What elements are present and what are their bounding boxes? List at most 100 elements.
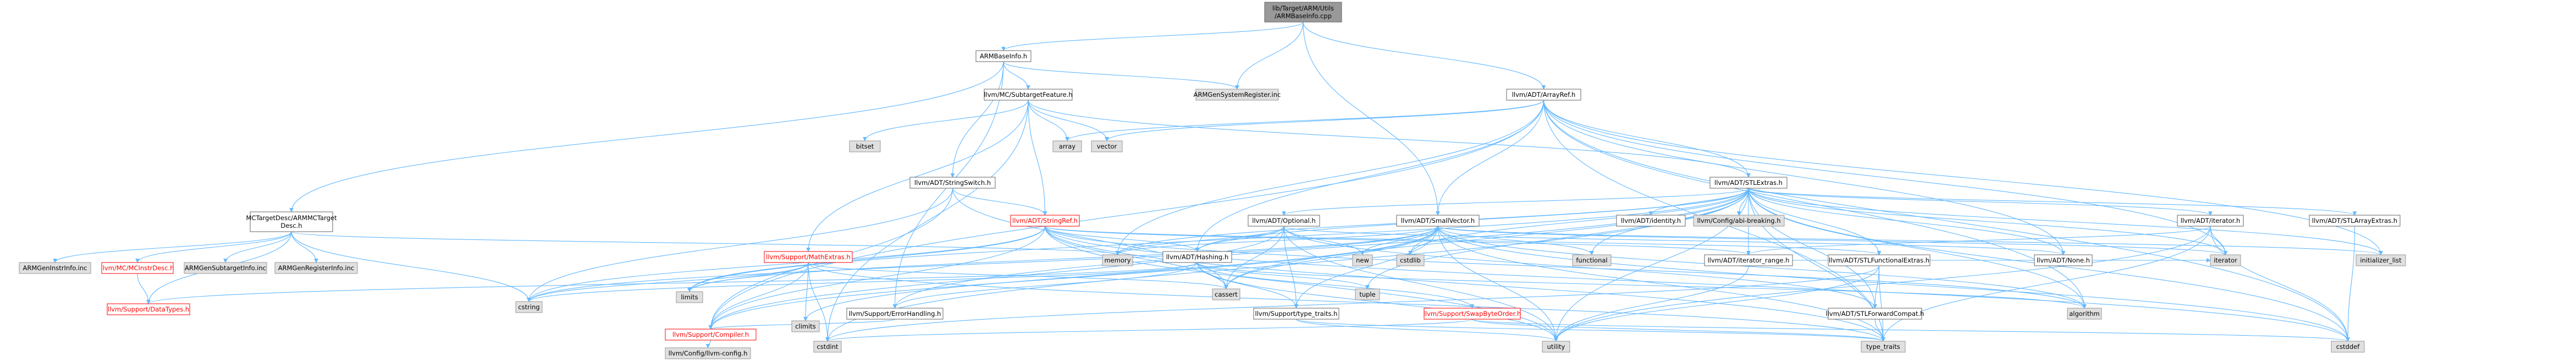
node-box	[984, 89, 1073, 101]
node-armgensysreg[interactable]: ARMGenSystemRegister.inc	[1194, 89, 1281, 101]
node-mcinstrdesc[interactable]: llvm/MC/MCInstrDesc.h	[101, 262, 174, 274]
edge-stlextras-to-stlforwardcompat	[1748, 188, 1877, 309]
node-stringswitch[interactable]: llvm/ADT/StringSwitch.h	[909, 177, 996, 189]
node-smallvector[interactable]: llvm/ADT/SmallVector.h	[1396, 215, 1480, 227]
node-typetraits_support[interactable]: llvm/Support/type_traits.h	[1253, 308, 1339, 320]
node-stringref[interactable]: llvm/ADT/StringRef.h	[1010, 215, 1080, 227]
node-errorhandling[interactable]: llvm/Support/ErrorHandling.h	[846, 308, 944, 320]
node-tuple[interactable]: tuple	[1355, 288, 1380, 300]
node-new[interactable]: new	[1352, 254, 1373, 266]
node-box	[1052, 140, 1082, 152]
node-label: llvm/ADT/StringRef.h	[1012, 217, 1078, 225]
edge-smallvector-to-utility	[1437, 226, 1558, 342]
edge-smallvector-to-cstring	[527, 226, 1438, 302]
edge-smallvector-to-cstdlib	[1408, 226, 1438, 255]
node-type_traits[interactable]: type_traits	[1861, 341, 1906, 353]
edge-hashing-to-errorhandling	[892, 262, 1198, 309]
node-iterator_h[interactable]: llvm/ADT/iterator.h	[2177, 215, 2244, 227]
node-box	[1264, 2, 1342, 23]
node-compiler[interactable]: llvm/Support/Compiler.h	[665, 329, 757, 341]
node-box	[1828, 308, 1922, 320]
node-label: llvm/ADT/ArrayRef.h	[1512, 91, 1576, 99]
node-algorithm[interactable]: algorithm	[2067, 308, 2102, 320]
node-datatypes[interactable]: llvm/Support/DataTypes.h	[107, 303, 190, 315]
node-cstddef[interactable]: cstddef	[2331, 341, 2365, 353]
node-iterator[interactable]: iterator	[2210, 254, 2241, 266]
node-none[interactable]: llvm/ADT/None.h	[2034, 254, 2093, 266]
edge-stringref-to-limits	[687, 226, 1046, 292]
node-arrayref[interactable]: llvm/ADT/ArrayRef.h	[1506, 89, 1581, 101]
edge-optional-to-new	[1283, 226, 1365, 255]
edge-subtargetfeature-to-bitset	[863, 100, 1029, 141]
node-initializer_list[interactable]: initializer_list	[2356, 254, 2406, 266]
edge-stlextras-to-stlfunctionalextras	[1748, 188, 1882, 255]
edge-optional-to-typetraits_support	[1283, 226, 1299, 309]
node-stlextras[interactable]: llvm/ADT/STLExtras.h	[1709, 177, 1788, 189]
node-box	[975, 50, 1031, 62]
node-label: MCTargetDesc/ARMMCTarget	[246, 214, 337, 222]
node-climits[interactable]: climits	[791, 320, 820, 332]
node-armgeninstrinfo[interactable]: ARMGenInstrInfo.inc	[19, 262, 91, 274]
node-utility[interactable]: utility	[1542, 341, 1570, 353]
node-stlforwardcompat[interactable]: llvm/ADT/STLForwardCompat.h	[1826, 308, 1924, 320]
node-label: array	[1059, 143, 1075, 150]
edge-smallvector-to-iterator	[1437, 226, 2227, 255]
node-iterator_range[interactable]: llvm/ADT/iterator_range.h	[1704, 254, 1793, 266]
node-functional[interactable]: functional	[1572, 254, 1612, 266]
node-box	[274, 262, 358, 274]
edge-hashing-to-typetraits_support	[1196, 262, 1299, 309]
edge-mctargetdesc-to-mcinstrdesc	[135, 231, 292, 263]
edge-stringref-to-utility	[1044, 226, 1558, 342]
node-subtargetfeature[interactable]: llvm/MC/SubtargetFeature.h	[984, 89, 1073, 101]
node-cassert[interactable]: cassert	[1212, 288, 1240, 300]
node-abibreaking[interactable]: llvm/Config/abi-breaking.h	[1693, 215, 1785, 227]
node-box	[846, 308, 944, 320]
edge-stringref-to-compiler	[708, 226, 1046, 330]
edge-arrayref-to-algorithm	[1543, 100, 2087, 309]
node-stlfunctionalextras[interactable]: llvm/ADT/STLFunctionalExtras.h	[1828, 254, 1930, 266]
node-stlarrayextras[interactable]: llvm/ADT/STLArrayExtras.h	[2309, 215, 2401, 227]
node-limits[interactable]: limits	[676, 291, 703, 303]
node-mathextras[interactable]: llvm/Support/MathExtras.h	[764, 251, 853, 263]
node-root[interactable]: lib/Target/ARM/Utils/ARMBaseInfo.cpp	[1264, 2, 1342, 23]
node-box	[1010, 215, 1080, 227]
node-box	[1693, 215, 1785, 227]
edge-arrayref-to-memory	[1115, 100, 1545, 255]
node-label: ARMGenSystemRegister.inc	[1194, 91, 1281, 99]
edge-smallvector-to-new	[1360, 226, 1438, 255]
edge-mctargetdesc-to-armgensubtarget	[223, 231, 292, 263]
node-armgenregister[interactable]: ARMGenRegisterInfo.inc	[274, 262, 358, 274]
node-label: memory	[1104, 256, 1130, 264]
edge-optional-to-hashing	[1195, 226, 1284, 252]
node-cstdint[interactable]: cstdint	[813, 341, 842, 353]
node-cstdlib[interactable]: cstdlib	[1396, 254, 1425, 266]
node-armbaseinfo_h[interactable]: ARMBaseInfo.h	[975, 50, 1031, 62]
edge-swapbyteorder-to-cstddef	[1471, 319, 2350, 342]
edge-mctargetdesc-to-memory	[291, 231, 1119, 255]
node-bitset[interactable]: bitset	[849, 140, 881, 152]
edge-arrayref-to-smallvector	[1436, 100, 1545, 216]
node-optional[interactable]: llvm/ADT/Optional.h	[1248, 215, 1320, 227]
node-label: llvm/ADT/identity.h	[1621, 217, 1681, 225]
node-array[interactable]: array	[1052, 140, 1082, 152]
node-label: iterator	[2214, 256, 2237, 264]
node-swapbyteorder[interactable]: llvm/Support/SwapByteOrder.h	[1424, 308, 1521, 320]
node-label: ARMBaseInfo.h	[980, 52, 1027, 60]
node-armgensubtarget[interactable]: ARMGenSubtargetInfo.inc	[184, 262, 267, 274]
node-box	[2356, 254, 2406, 266]
node-identity[interactable]: llvm/ADT/identity.h	[1616, 215, 1686, 227]
node-label: llvm/MC/SubtargetFeature.h	[984, 91, 1072, 99]
node-cstring[interactable]: cstring	[515, 301, 543, 313]
node-vector[interactable]: vector	[1091, 140, 1123, 152]
node-llvmconfig[interactable]: llvm/Config/llvm-config.h	[665, 347, 751, 359]
node-hashing[interactable]: llvm/ADT/Hashing.h	[1162, 251, 1232, 263]
node-box	[1212, 288, 1240, 300]
node-label: llvm/ADT/SmallVector.h	[1401, 217, 1475, 225]
node-label: llvm/Support/Compiler.h	[672, 331, 749, 338]
edge-stlextras-to-errorhandling	[892, 188, 1749, 309]
node-box	[791, 320, 820, 332]
node-box	[1424, 308, 1521, 320]
node-memory[interactable]: memory	[1102, 254, 1133, 266]
